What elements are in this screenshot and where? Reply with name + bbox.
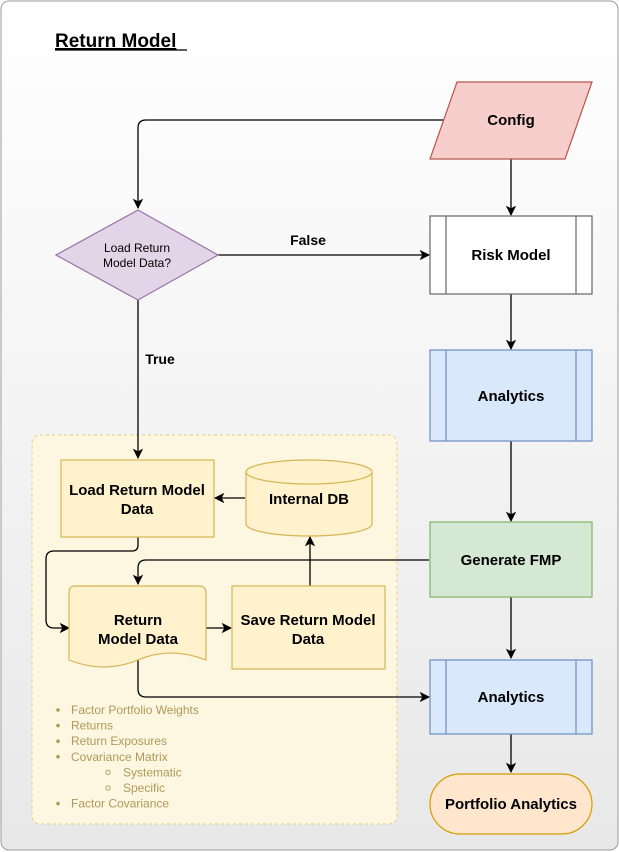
risk-model-label: Risk Model — [471, 247, 550, 264]
generate-fmp-shape — [429, 521, 593, 598]
node-load-return-model-data[interactable]: Load Return Model Data — [60, 459, 215, 538]
list-item: Specific — [123, 781, 165, 795]
internal-db-body — [245, 472, 373, 537]
return-model-data-shape — [68, 585, 207, 668]
edge-config-to-decision — [132, 119, 445, 210]
portfolio-analytics-label: Portfolio Analytics — [445, 796, 577, 813]
list-bullet — [105, 785, 111, 791]
list-bullet — [56, 755, 60, 759]
edge-label-true: True — [145, 351, 175, 367]
node-return-model-data[interactable]: Return Model Data — [68, 585, 207, 668]
save-return-model-data-line1: Save Return Model — [240, 612, 375, 629]
decision-label-line2: Model Data? — [103, 256, 171, 270]
node-config[interactable]: Config — [429, 81, 593, 160]
internal-db-label: Internal DB — [269, 491, 349, 508]
node-internal-db[interactable]: Internal DB — [245, 459, 373, 537]
save-return-model-data-shape — [231, 585, 386, 670]
node-risk-model[interactable]: Risk Model — [429, 215, 593, 295]
node-generate-fmp[interactable]: Generate FMP — [429, 521, 593, 598]
list-item: Factor Covariance — [71, 797, 169, 811]
decision-shape — [54, 209, 220, 301]
edge-return-data-to-analytics2 — [137, 660, 431, 703]
analytics-1-label: Analytics — [478, 388, 545, 405]
node-decision[interactable]: Load Return Model Data? — [54, 209, 220, 301]
list-bullet — [56, 708, 60, 712]
analytics-2-shape — [429, 659, 593, 735]
list-bullet — [56, 723, 60, 728]
node-analytics-2[interactable]: Analytics — [429, 659, 593, 735]
list-item: Factor Portfolio Weights — [71, 703, 199, 717]
node-save-return-model-data[interactable]: Save Return Model Data — [231, 585, 386, 670]
return-model-data-line1: Return — [114, 612, 162, 629]
node-analytics-1[interactable]: Analytics — [429, 349, 593, 442]
portfolio-analytics-shape — [429, 773, 593, 835]
config-label: Config — [487, 112, 534, 129]
edge-label-false: False — [290, 232, 326, 248]
risk-model-shape — [429, 215, 593, 295]
load-return-model-data-line1: Load Return Model — [69, 482, 205, 499]
edge-load-to-return-data — [45, 537, 139, 634]
page-title: Return Model — [55, 31, 176, 52]
list-bullet — [105, 769, 111, 776]
return-model-data-line2: Model Data — [98, 631, 179, 648]
generate-fmp-label: Generate FMP — [461, 552, 562, 569]
load-return-model-data-shape — [60, 459, 215, 538]
analytics-1-shape — [429, 349, 593, 442]
decision-label-line1: Load Return — [104, 241, 170, 255]
node-portfolio-analytics[interactable]: Portfolio Analytics — [429, 773, 593, 835]
list-item: Systematic — [123, 765, 182, 779]
load-return-model-data-line2: Data — [121, 501, 154, 518]
save-return-model-data-line2: Data — [292, 631, 325, 648]
list-item: Covariance Matrix — [71, 750, 168, 764]
edge-fmp-to-return-data — [132, 559, 429, 586]
internal-db-top — [245, 459, 373, 485]
analytics-2-label: Analytics — [478, 689, 545, 706]
config-shape — [429, 81, 593, 160]
list-item: Returns — [71, 719, 113, 733]
list-item: Return Exposures — [71, 734, 167, 748]
list-bullet — [56, 801, 60, 806]
list-bullet — [56, 739, 60, 743]
